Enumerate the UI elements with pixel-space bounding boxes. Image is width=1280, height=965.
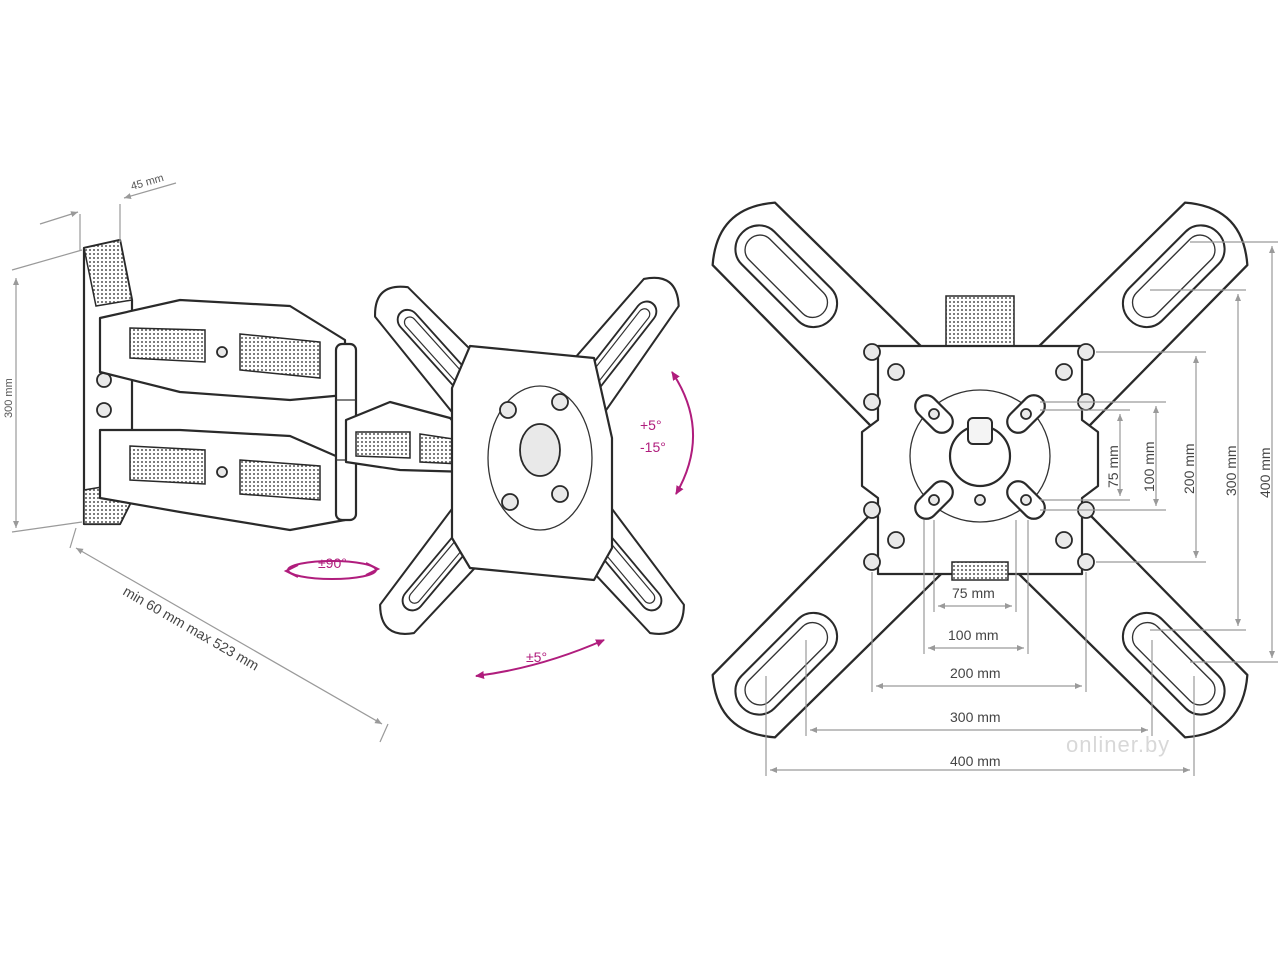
vesa-slot-br: [1006, 480, 1046, 520]
vertical-dimensions: 75 mm 100 mm 200 mm 300 mm 400 mm: [1040, 241, 1278, 663]
top-tab: [945, 295, 1015, 353]
h-dim-400: 400 mm: [950, 753, 1001, 769]
horizontal-dimensions: 75 mm 100 mm 200 mm 300 mm 400 mm: [765, 520, 1195, 776]
side-view-assembly: 45 mm 300 mm min 60 mm max 523 mm +5° -1…: [3, 172, 701, 743]
short-arm-vent: [355, 431, 411, 459]
watermark: onliner.by: [1066, 732, 1170, 757]
bottom-tab: [951, 561, 1009, 581]
arm-vent: [239, 459, 321, 501]
rotate-label: ±5°: [526, 649, 547, 665]
vesa-slot-tr: [1006, 394, 1046, 434]
height-label: 300 mm: [3, 378, 15, 418]
v-dim-400: 400 mm: [1257, 447, 1273, 498]
dim-extension-line: [75, 547, 383, 725]
h-dim-100: 100 mm: [948, 627, 999, 643]
arm-rivet: [216, 346, 228, 358]
arm-vent: [129, 445, 206, 485]
v-dim-100: 100 mm: [1141, 441, 1157, 492]
h-dim-200: 200 mm: [950, 665, 1001, 681]
h-dim-75: 75 mm: [952, 585, 995, 601]
wall-plate-hole: [96, 402, 112, 418]
front-view-assembly: 75 mm 100 mm 200 mm 300 mm 400 mm 75 mm: [711, 201, 1278, 776]
arm-rivet: [216, 466, 228, 478]
center-ring: [909, 389, 1051, 523]
swivel-label: ±90°: [318, 555, 347, 571]
v-dim-300: 300 mm: [1223, 445, 1239, 496]
tilt-arrow: [671, 371, 694, 495]
depth-label: 45 mm: [130, 172, 166, 193]
v-dim-75: 75 mm: [1105, 445, 1121, 488]
arm-vent: [129, 327, 206, 363]
wall-plate-cover-top: [83, 239, 133, 307]
vesa-slot-bl: [914, 480, 954, 520]
v-dim-200: 200 mm: [1181, 443, 1197, 494]
rotate-arrow: [475, 639, 605, 679]
center-knob: [967, 417, 993, 445]
tilted-x-bracket: [358, 261, 701, 650]
extension-label: min 60 mm max 523 mm: [121, 583, 262, 674]
h-dim-300: 300 mm: [950, 709, 1001, 725]
arm-vent: [239, 333, 321, 379]
tilt-down-label: -15°: [640, 439, 666, 455]
tilt-up-label: +5°: [640, 417, 662, 433]
